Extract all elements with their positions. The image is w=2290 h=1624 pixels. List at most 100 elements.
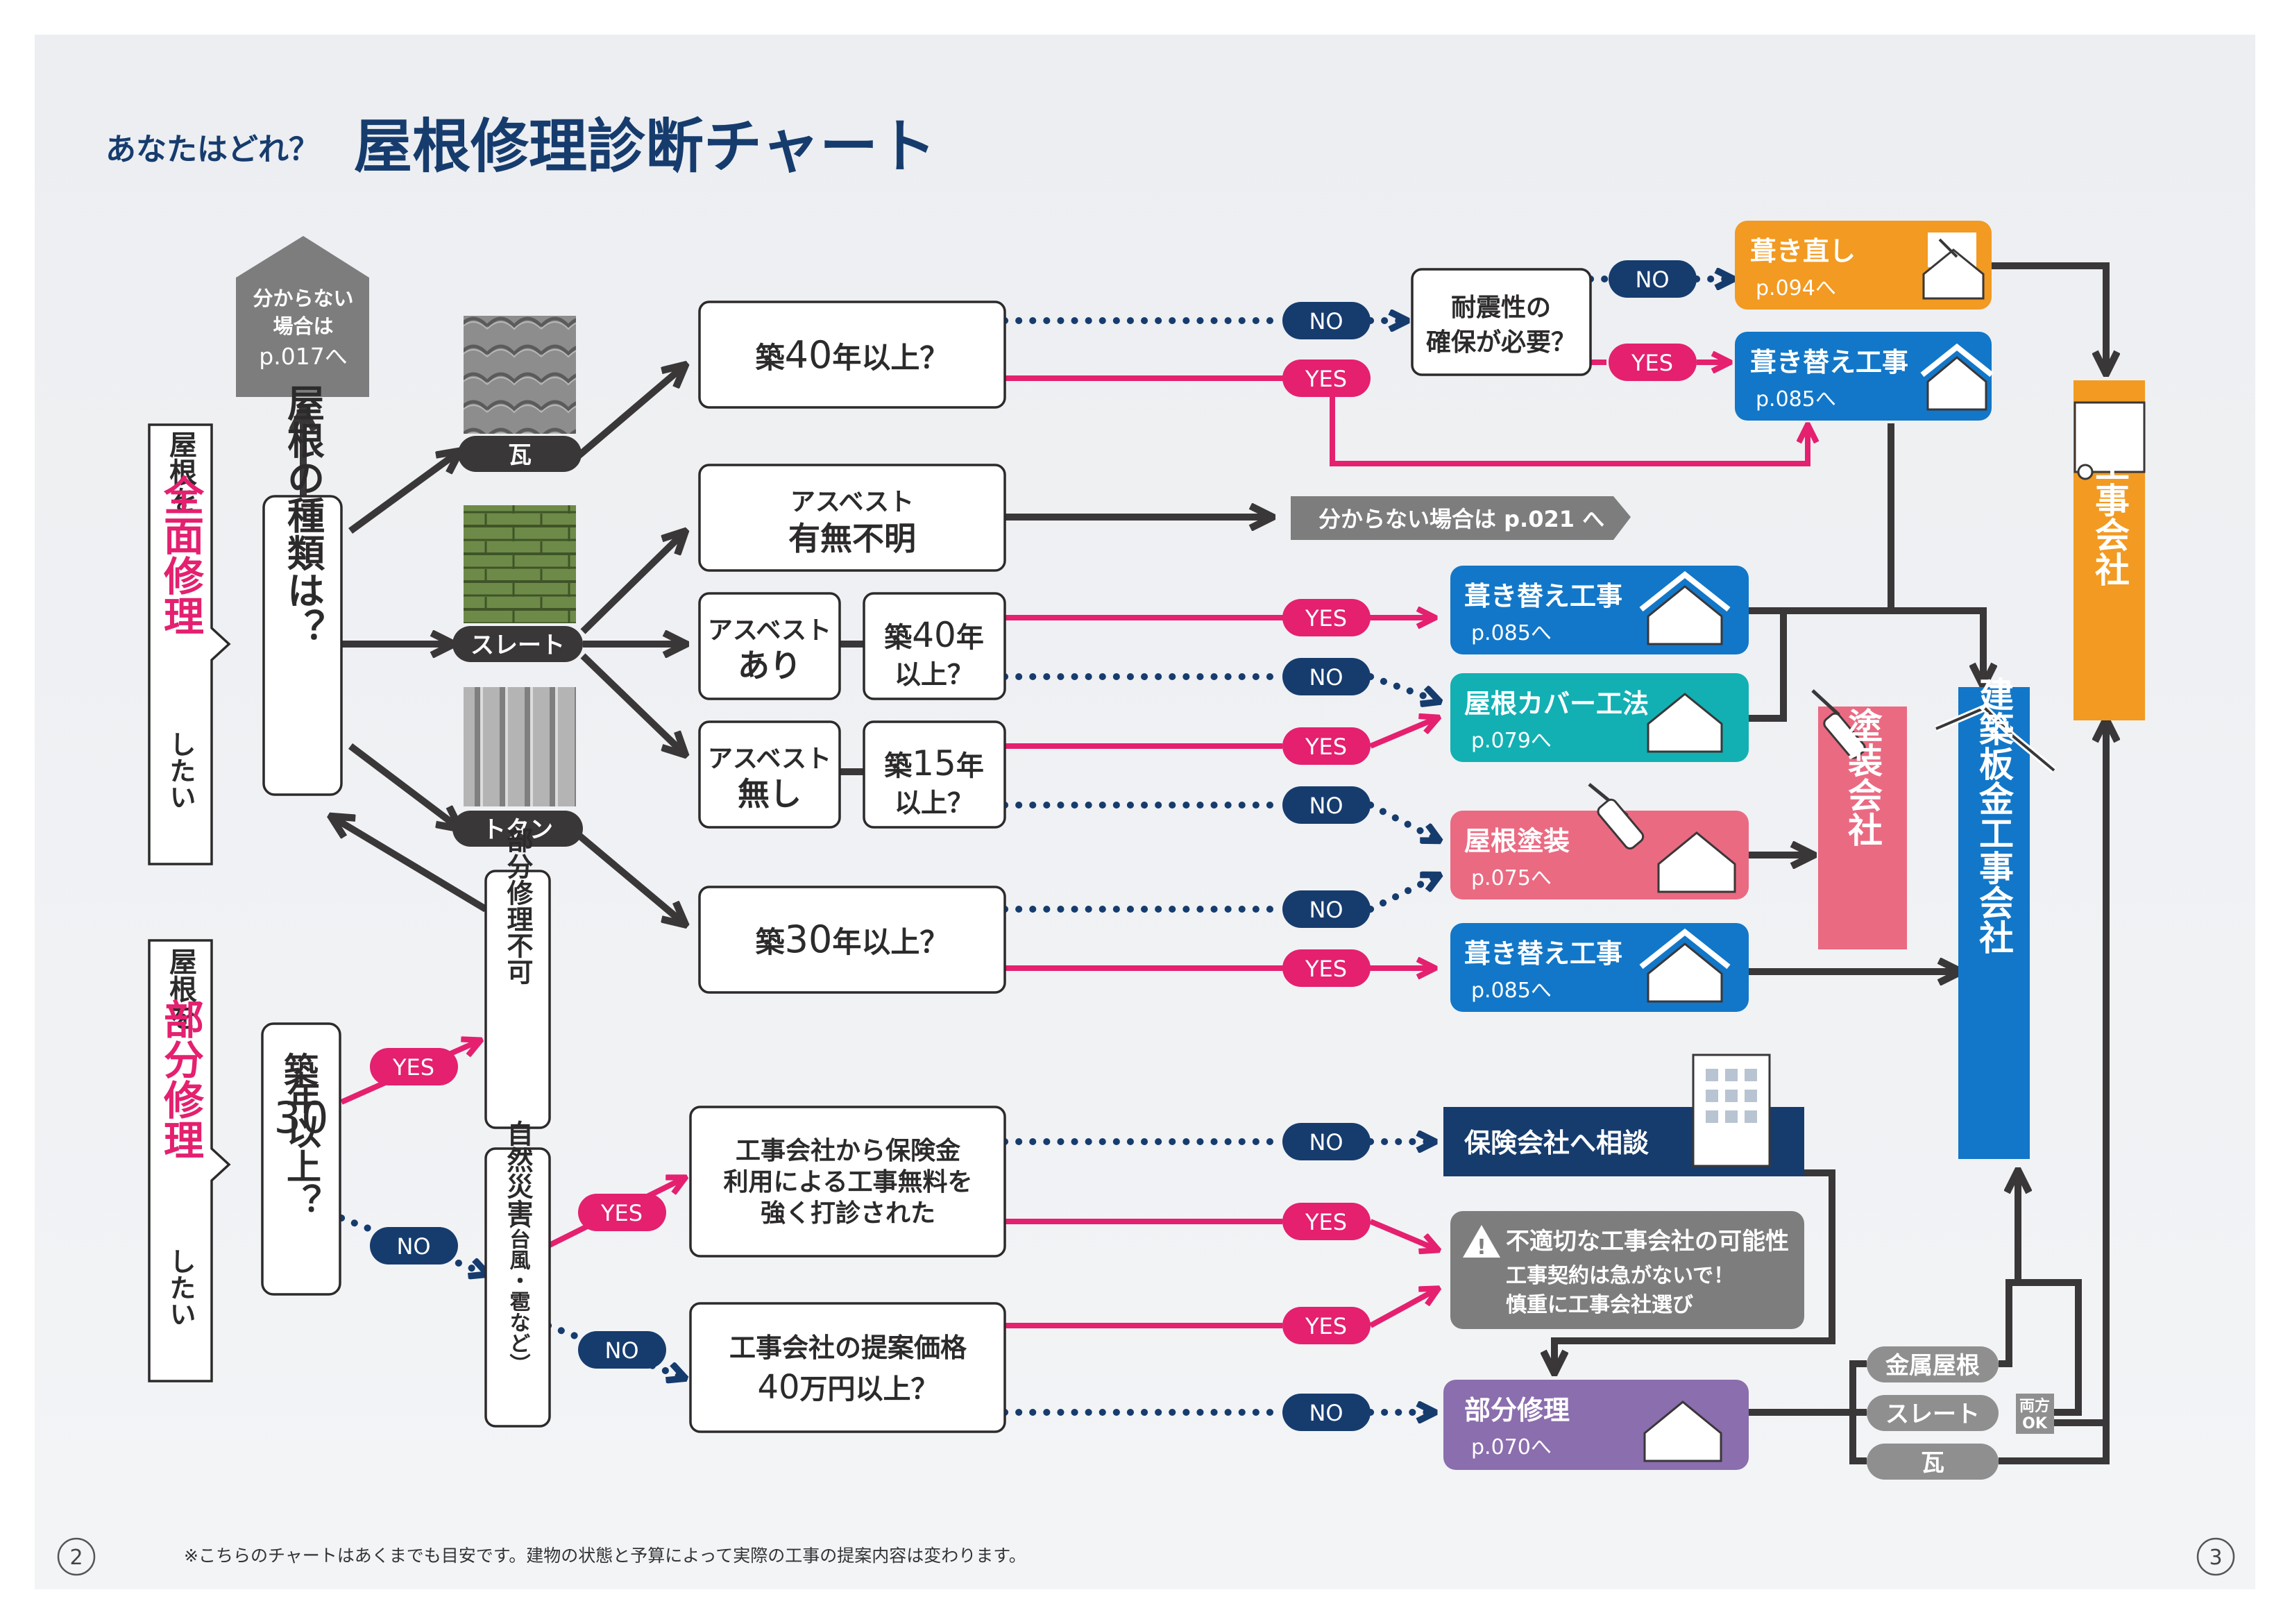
svg-text:YES: YES xyxy=(1305,1209,1347,1235)
roof-type-question[interactable]: 屋根の種類は？ xyxy=(262,384,343,796)
link-cover-bankin xyxy=(1749,611,1787,722)
totan-photo xyxy=(464,687,576,806)
fukikae3-page: p.085へ xyxy=(1471,979,1552,1003)
house-icon xyxy=(1657,831,1736,893)
result-fukikae-3[interactable]: 葺き替え工事 p.085へ xyxy=(1450,923,1749,1012)
q-insurance[interactable]: 工事会社から保険金 利用による工事無料を 強く打診された xyxy=(689,1106,1006,1258)
tag-kawara[interactable]: 瓦 xyxy=(458,436,582,472)
q-asbestos-no[interactable]: アスベスト 無し xyxy=(698,720,841,829)
q-age15-slate[interactable]: 築15年 以上？ xyxy=(863,720,1006,829)
q-asbestos-unknown[interactable]: アスベスト 有無不明 xyxy=(698,464,1006,572)
tag-kawara-partial[interactable]: 瓦 xyxy=(1867,1444,1999,1480)
tag-slate-partial[interactable]: スレート xyxy=(1867,1395,1999,1431)
pill-yes-seismic: YES xyxy=(1609,344,1697,381)
tag-slate[interactable]: スレート xyxy=(452,626,583,662)
svg-text:YES: YES xyxy=(1305,1313,1347,1339)
result-cover[interactable]: 屋根カバー工法 p.079へ xyxy=(1450,673,1749,762)
house-icon xyxy=(1647,693,1723,753)
partial-impossible-label: 部分修理不可 xyxy=(502,827,533,985)
pill-yes-part-age30: YES xyxy=(370,1048,458,1085)
slate-photo xyxy=(464,505,576,623)
line-part-age30-no xyxy=(338,1215,486,1274)
pill-no-age30: NO xyxy=(1282,890,1371,928)
start-full-repair[interactable]: 屋根を 全面修理 したい xyxy=(148,423,231,865)
q-age40-kawara[interactable]: 築40年以上？ xyxy=(698,301,1006,409)
link-tag-kawara xyxy=(1849,1412,1867,1464)
warning-line1: 不適切な工事会社の可能性 xyxy=(1506,1228,1789,1255)
q-asbestos-yes[interactable]: アスベスト あり xyxy=(698,592,841,700)
part-age30-num: 30 xyxy=(274,1092,329,1143)
fukinaoshi-title: 葺き直し xyxy=(1750,236,1856,267)
link-both-bankin xyxy=(2018,1279,2082,1416)
seismic-line2: 確保が必要？ xyxy=(1426,328,1576,357)
connectors xyxy=(303,262,2110,1464)
pill-yes-price: YES xyxy=(1282,1307,1371,1344)
q-part-age30[interactable]: 築 30 年以上？ xyxy=(261,1022,341,1296)
pill-no-age40: NO xyxy=(1282,302,1371,339)
link-p021[interactable]: 分からない場合は p.021 へ xyxy=(1291,496,1631,540)
svg-text:NO: NO xyxy=(604,1337,638,1364)
result-partial[interactable]: 部分修理 p.070へ xyxy=(1443,1380,1749,1470)
insurance-consult[interactable]: 保険会社へ相談 xyxy=(1443,1054,1804,1176)
q-disaster[interactable]: 自然災害 （台風・雹など） xyxy=(484,1120,551,1428)
svg-text:NO: NO xyxy=(1309,1129,1343,1156)
pill-yes-disaster: YES xyxy=(578,1194,666,1231)
paint-roller-icon xyxy=(1588,783,1645,849)
cover-title: 屋根カバー工法 xyxy=(1464,688,1649,719)
house-icon xyxy=(1639,570,1731,645)
paint-page: p.075へ xyxy=(1471,866,1552,890)
svg-text:NO: NO xyxy=(396,1233,430,1260)
unknown-type-badge[interactable]: 分からない 場合は p.017へ xyxy=(236,236,369,397)
result-fukinaoshi[interactable]: 葺き直し p.094へ xyxy=(1735,221,1992,310)
line-price-yes-b xyxy=(1369,1289,1436,1328)
q-age30-totan[interactable]: 築30年以上？ xyxy=(698,886,1006,994)
pill-yes-age40b: YES xyxy=(1282,599,1371,636)
svg-text:YES: YES xyxy=(1305,366,1347,392)
start-part-pre: 屋根を xyxy=(164,947,197,1031)
scroll-icon xyxy=(2073,401,2146,480)
fukikae1-page: p.085へ xyxy=(1756,387,1836,412)
unknown-type-line1: 分からない xyxy=(253,287,353,310)
tag-totan-label: トタン xyxy=(482,816,553,844)
svg-text:YES: YES xyxy=(1305,734,1347,760)
fukinaoshi-page: p.094へ xyxy=(1756,276,1836,301)
pill-no-insurance: NO xyxy=(1282,1123,1371,1160)
q-age40-slate[interactable]: 築40年 以上？ xyxy=(863,592,1006,700)
company-tosou[interactable]: 塗装会社 xyxy=(1811,689,1907,949)
part-age30-pre: 築 xyxy=(284,1051,319,1091)
footnote: ※こちらのチャートはあくまでも目安です。建物の状態と予算によって実際の工事の提案… xyxy=(184,1546,1026,1566)
result-fukikae-2[interactable]: 葺き替え工事 p.085へ xyxy=(1450,566,1749,654)
pill-no-age40b: NO xyxy=(1282,658,1371,695)
result-paint[interactable]: 屋根塗装 p.075へ xyxy=(1450,783,1749,899)
q-seismic[interactable]: 耐震性の 確保が必要？ xyxy=(1411,268,1592,376)
result-fukikae-1[interactable]: 葺き替え工事 p.085へ xyxy=(1735,332,1994,421)
tag-metal-roof[interactable]: 金属屋根 xyxy=(1867,1346,1999,1382)
warning-line3: 慎重に工事会社選び xyxy=(1506,1293,1693,1317)
tag-kawara-partial-label: 瓦 xyxy=(1921,1449,1944,1477)
line-age40b-no-to-cover xyxy=(1367,673,1438,701)
asbestos-no-line1: アスベスト xyxy=(708,745,831,773)
insurance-line2: 利用による工事無料を xyxy=(724,1168,973,1196)
tag-both-label: 両方 xyxy=(2019,1397,2050,1415)
tag-totan[interactable]: トタン xyxy=(452,811,583,847)
company-bankin[interactable]: 建築板金工事会社 xyxy=(1935,677,2057,1159)
pill-no-part-age30: NO xyxy=(370,1227,458,1264)
roof-tile-icon xyxy=(1922,232,1985,300)
pill-yes-age40: YES xyxy=(1282,360,1371,397)
unknown-type-line2: 場合は xyxy=(273,314,333,338)
tag-ok-label: OK xyxy=(2022,1415,2048,1432)
link-kawara-kawara xyxy=(1999,1423,2110,1464)
q-price[interactable]: 工事会社の提案価格 40万円以上？ xyxy=(689,1302,1006,1433)
svg-text:築30年以上？: 築30年以上？ xyxy=(756,917,949,961)
line-insurance-yes-b xyxy=(1369,1219,1436,1249)
svg-text:NO: NO xyxy=(1309,793,1343,819)
svg-text:2: 2 xyxy=(69,1546,83,1570)
fukikae2-title: 葺き替え工事 xyxy=(1464,581,1622,611)
company-kawara[interactable]: 瓦工事会社 xyxy=(2073,380,2146,720)
pill-no-disaster: NO xyxy=(578,1331,666,1369)
partial-impossible[interactable]: 部分修理不可 xyxy=(484,827,551,1129)
svg-text:YES: YES xyxy=(392,1054,434,1081)
start-partial-repair[interactable]: 屋根を 部分修理 したい xyxy=(148,939,231,1382)
line-age15-yes-to-cover xyxy=(1369,718,1436,749)
